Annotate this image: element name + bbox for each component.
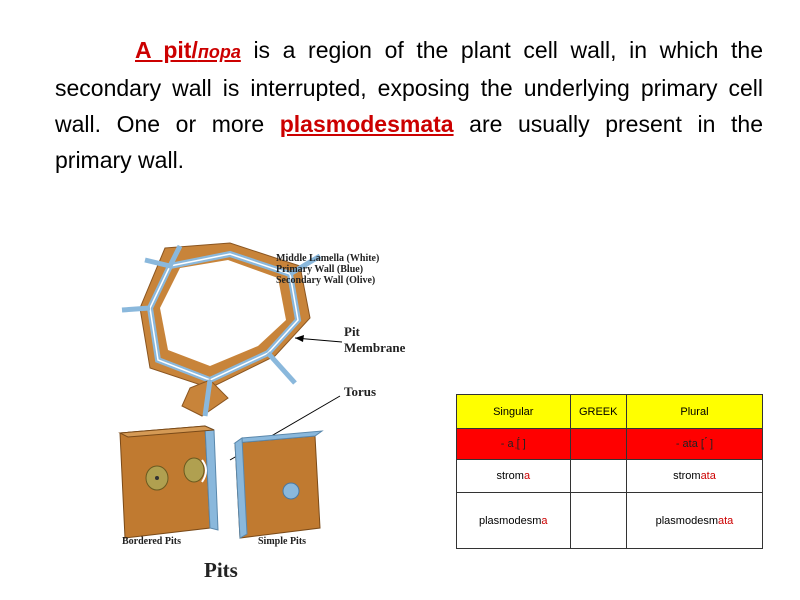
label-bordered-pits: Bordered Pits: [122, 536, 181, 547]
table-row: plasmodesma plasmodesmata: [456, 492, 764, 549]
cell-singular: stroma: [456, 459, 571, 493]
cell-singular: plasmodesma: [456, 492, 571, 549]
pits-figure: Middle Lamella (White) Primary Wall (Blu…: [110, 238, 425, 588]
legend-middle-lamella: Middle Lamella (White): [276, 253, 380, 264]
header-greek: GREEK: [569, 394, 627, 429]
label-membrane: Membrane: [344, 340, 406, 355]
intro-text-1: is a region of the plant cell wall, in w…: [55, 37, 763, 137]
table-suffix-row: - a [̣́ ] - ata [ ̣́́ ]: [456, 428, 764, 460]
bordered-pits-block: [118, 425, 219, 539]
pits-illustration: [118, 242, 343, 539]
label-simple-pits: Simple Pits: [258, 536, 307, 547]
simple-pits-block: [233, 430, 324, 539]
suffix-plural: - ata [ ̣́́ ]: [625, 428, 764, 460]
header-plural: Plural: [625, 394, 764, 429]
table-row: stroma stromata: [456, 459, 764, 493]
legend-primary-wall: Primary Wall (Blue): [276, 264, 364, 275]
intro-paragraph: A pit/пора is a region of the plant cell…: [55, 32, 763, 178]
cell-plural: stromata: [625, 459, 764, 493]
term-pit: A pit/пора: [135, 37, 241, 63]
term-pit-russian: пора: [197, 42, 241, 62]
legend-secondary-wall: Secondary Wall (Olive): [276, 275, 376, 286]
header-singular: Singular: [456, 394, 571, 429]
table-header-row: Singular GREEK Plural: [456, 394, 764, 429]
cell-wall-network: [121, 242, 322, 417]
suffix-singular: - a [̣́ ]: [456, 428, 571, 460]
term-plasmodesmata: plasmodesmata: [279, 111, 454, 137]
suffix-greek: [569, 428, 627, 460]
cell-greek: [569, 492, 627, 549]
label-torus: Torus: [344, 384, 377, 399]
cell-plural: plasmodesmata: [625, 492, 764, 549]
intro-text-2: are usually present in the primary wall.: [55, 111, 763, 173]
figure-title: Pits: [204, 558, 238, 582]
cell-greek: [569, 459, 627, 493]
label-pit: Pit: [344, 324, 360, 339]
greek-plural-table: Singular GREEK Plural - a [̣́ ] - ata [ …: [456, 394, 764, 549]
